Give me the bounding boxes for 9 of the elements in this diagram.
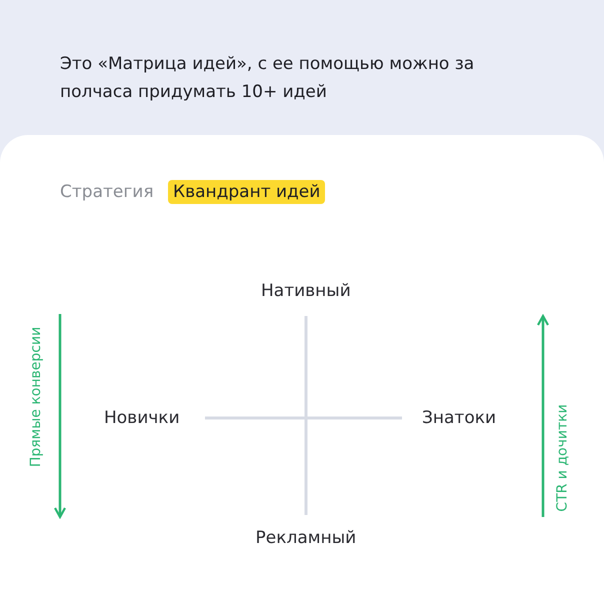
axis-label: Новички — [104, 408, 180, 428]
axis-label: Рекламный — [256, 528, 356, 548]
category-label: Стратегия — [60, 182, 154, 202]
heading: Это «Матрица идей», с ее помощью можно за полчаса придумать 10+ идей — [60, 53, 476, 104]
axis-label: Нативный — [261, 281, 351, 301]
highlighted-tag: Квандрант идей — [168, 180, 326, 204]
direction-label: Прямые конверсии — [28, 326, 44, 468]
axis-label: Знатоки — [422, 408, 496, 428]
direction-label: CTR и дочитки — [554, 404, 570, 512]
